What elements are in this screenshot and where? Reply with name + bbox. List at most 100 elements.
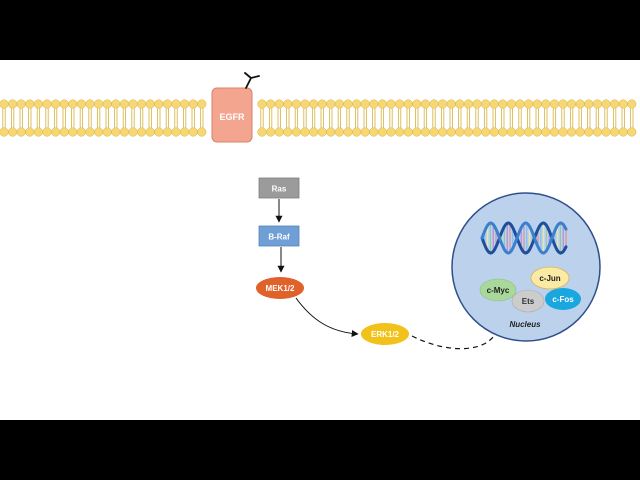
lipid-head bbox=[369, 99, 379, 109]
lipid-head bbox=[532, 127, 542, 137]
lipid-head bbox=[627, 99, 637, 109]
lipid-head bbox=[180, 99, 190, 109]
lipid-head bbox=[94, 99, 104, 109]
egfr-label: EGFR bbox=[219, 112, 245, 122]
lipid-head bbox=[601, 127, 611, 137]
lipid-head bbox=[162, 99, 172, 109]
ets-node: Ets bbox=[511, 289, 545, 313]
lipid-head bbox=[68, 127, 78, 137]
lipid-head bbox=[119, 127, 129, 137]
lipid-head bbox=[481, 99, 491, 109]
lipid-head bbox=[386, 127, 396, 137]
lipid-head bbox=[16, 127, 26, 137]
lipid-head bbox=[498, 127, 508, 137]
lipid-head bbox=[515, 127, 525, 137]
lipid-head bbox=[343, 99, 353, 109]
ras-label: Ras bbox=[272, 185, 287, 194]
lipid-head bbox=[627, 127, 637, 137]
lipid-head bbox=[257, 127, 267, 137]
lipid-head bbox=[180, 127, 190, 137]
erk-label: ERK1/2 bbox=[371, 330, 400, 339]
lipid-head bbox=[403, 127, 413, 137]
lipid-head bbox=[85, 99, 95, 109]
lipid-head bbox=[377, 99, 387, 109]
lipid-head bbox=[291, 99, 301, 109]
cjun-node: c-Jun bbox=[530, 266, 570, 290]
lipid-head bbox=[171, 99, 181, 109]
lipid-head bbox=[25, 99, 35, 109]
lipid-head bbox=[592, 127, 602, 137]
lipid-head bbox=[197, 99, 207, 109]
lipid-head bbox=[541, 127, 551, 137]
lipid-head bbox=[0, 127, 9, 137]
lipid-head bbox=[541, 99, 551, 109]
lipid-head bbox=[33, 127, 43, 137]
dna-strand bbox=[480, 221, 568, 255]
lipid-head bbox=[369, 127, 379, 137]
lipid-head bbox=[472, 99, 482, 109]
cfos-ellipse bbox=[545, 288, 581, 310]
lipid-head bbox=[326, 127, 336, 137]
ets-ellipse bbox=[511, 289, 545, 313]
lipid-head bbox=[438, 127, 448, 137]
lipid-head bbox=[171, 127, 181, 137]
lipid-head bbox=[188, 127, 198, 137]
letterbox-top bbox=[0, 0, 640, 60]
mek-label: MEK1/2 bbox=[266, 284, 295, 293]
lipid-head bbox=[489, 127, 499, 137]
lipid-head bbox=[429, 99, 439, 109]
lipid-head bbox=[283, 127, 293, 137]
lipid-head bbox=[145, 99, 155, 109]
lipid-head bbox=[76, 99, 86, 109]
ets-label: Ets bbox=[522, 297, 535, 306]
lipid-head bbox=[498, 99, 508, 109]
lipid-head bbox=[429, 127, 439, 137]
lipid-head bbox=[94, 127, 104, 137]
lipid-head bbox=[395, 127, 405, 137]
lipid-head bbox=[575, 99, 585, 109]
lipid-head bbox=[618, 127, 628, 137]
letterbox-bottom bbox=[0, 420, 640, 480]
nucleus-circle bbox=[451, 192, 601, 342]
lipid-head bbox=[412, 127, 422, 137]
lipid-head bbox=[352, 127, 362, 137]
lipid-head bbox=[154, 127, 164, 137]
lipid-head bbox=[334, 127, 344, 137]
egf-ligand-icon bbox=[244, 72, 260, 89]
braf-node: B-Raf bbox=[258, 225, 300, 247]
lipid-head bbox=[386, 99, 396, 109]
lipid-head bbox=[472, 127, 482, 137]
lipid-head bbox=[403, 99, 413, 109]
lipid-head bbox=[111, 127, 121, 137]
lipid-head bbox=[515, 99, 525, 109]
lipid-head bbox=[420, 99, 430, 109]
cjun-ellipse bbox=[530, 266, 570, 290]
lipid-head bbox=[567, 127, 577, 137]
lipid-head bbox=[558, 127, 568, 137]
lipid-head bbox=[59, 127, 69, 137]
lipid-head bbox=[266, 127, 276, 137]
lipid-head bbox=[610, 127, 620, 137]
mek-to-erk-arrow bbox=[295, 297, 359, 338]
lipid-head bbox=[128, 127, 138, 137]
lipid-head bbox=[0, 99, 9, 109]
braf-box bbox=[258, 225, 300, 247]
lipid-head bbox=[506, 127, 516, 137]
egfr-box bbox=[211, 87, 253, 143]
lipid-head bbox=[16, 99, 26, 109]
lipid-head bbox=[68, 99, 78, 109]
cfos-label: c-Fos bbox=[552, 295, 574, 304]
lipid-head bbox=[291, 127, 301, 137]
lipid-head bbox=[42, 127, 52, 137]
lipid-head bbox=[59, 99, 69, 109]
lipid-head bbox=[377, 127, 387, 137]
lipid-head bbox=[102, 99, 112, 109]
lipid-head bbox=[334, 99, 344, 109]
braf-label: B-Raf bbox=[268, 233, 290, 242]
lipid-head bbox=[455, 127, 465, 137]
mek-ellipse bbox=[256, 277, 304, 299]
lipid-head bbox=[309, 127, 319, 137]
lipid-head bbox=[128, 99, 138, 109]
lipid-head bbox=[352, 99, 362, 109]
